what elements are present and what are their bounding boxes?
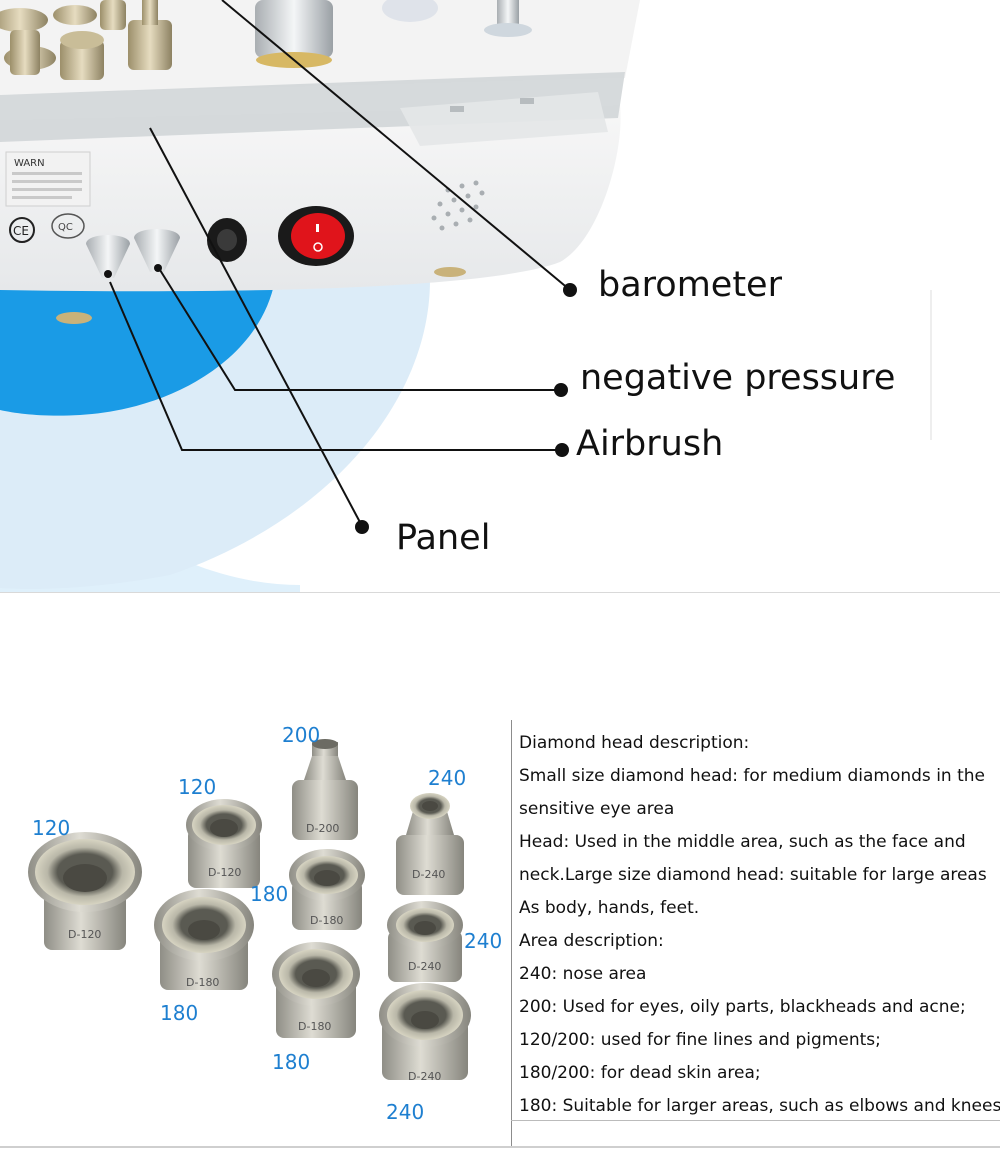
diamond-head-d200: D-200 bbox=[292, 739, 358, 840]
svg-text:D-240: D-240 bbox=[408, 960, 441, 973]
description-line: 180/200: for dead skin area; bbox=[519, 1063, 761, 1083]
section-divider bbox=[0, 592, 1000, 593]
size-label-120-left: 120 bbox=[32, 816, 71, 840]
description-line: 240: nose area bbox=[519, 964, 647, 984]
diamond-head-d180-left: D-180 bbox=[154, 889, 254, 990]
description-line: sensitive eye area bbox=[519, 799, 675, 819]
glass-panel bbox=[0, 72, 625, 142]
size-label-180-middle: 180 bbox=[250, 882, 289, 906]
airbrush-dot bbox=[555, 443, 569, 457]
svg-text:D-180: D-180 bbox=[298, 1020, 331, 1033]
qc-mark bbox=[51, 213, 85, 239]
speaker-grille bbox=[431, 180, 485, 231]
size-label-240-right: 240 bbox=[464, 929, 503, 953]
description-line: 120/200: used for fine lines and pigment… bbox=[519, 1030, 881, 1050]
device-photo-panel: WARN CE QC bbox=[0, 0, 932, 592]
diamond-head-d120: D-120 bbox=[186, 799, 262, 888]
size-label-240-top: 240 bbox=[428, 766, 467, 790]
callout-lines bbox=[109, 0, 571, 527]
description-line: neck.Large size diamond head: suitable f… bbox=[519, 865, 987, 885]
svg-text:D-240: D-240 bbox=[412, 868, 445, 881]
svg-text:QC: QC bbox=[58, 222, 73, 233]
diamond-head-d180-middle: D-180 bbox=[289, 849, 365, 930]
barometer-knob bbox=[255, 0, 333, 58]
barometer-dot bbox=[563, 283, 577, 297]
callout-dots bbox=[355, 283, 577, 534]
ce-mark bbox=[9, 217, 35, 243]
diamond-head-description: Diamond head description: Small size dia… bbox=[519, 727, 1000, 1123]
diamond-heads-illustration: D-120 D-120 D-180 D-200 bbox=[28, 739, 471, 1083]
size-label-180-left: 180 bbox=[160, 1001, 199, 1025]
size-label-120-top: 120 bbox=[178, 775, 217, 799]
diamond-head-d240-middle: D-240 bbox=[387, 901, 463, 982]
callout-barometer: barometer bbox=[598, 265, 782, 305]
callout-negative-pressure: negative pressure bbox=[580, 358, 896, 398]
diamond-head-d240-top: D-240 bbox=[396, 793, 464, 895]
svg-text:D-120: D-120 bbox=[68, 928, 101, 941]
description-line: 180: Suitable for larger areas, such as … bbox=[519, 1096, 1000, 1116]
panel-dot bbox=[355, 520, 369, 534]
size-label-200: 200 bbox=[282, 723, 321, 747]
description-line: Head: Used in the middle area, such as t… bbox=[519, 832, 966, 852]
svg-text:D-120: D-120 bbox=[208, 866, 241, 879]
diamond-head-d240-bottom: D-240 bbox=[379, 983, 471, 1083]
description-line: Area description: bbox=[519, 931, 664, 951]
top-diamond-heads bbox=[0, 0, 172, 80]
svg-text:D-200: D-200 bbox=[306, 822, 339, 835]
description-line: Small size diamond head: for medium diam… bbox=[519, 766, 985, 786]
svg-text:D-180: D-180 bbox=[186, 976, 219, 989]
airbrush-port bbox=[86, 235, 130, 278]
size-label-180-bottom: 180 bbox=[272, 1050, 311, 1074]
svg-text:D-240: D-240 bbox=[408, 1070, 441, 1083]
page-bottom-rule bbox=[0, 1146, 1000, 1148]
callout-panel: Panel bbox=[396, 518, 491, 558]
svg-text:D-180: D-180 bbox=[310, 914, 343, 927]
description-line: As body, hands, feet. bbox=[519, 898, 700, 918]
size-label-240-bottom: 240 bbox=[386, 1100, 425, 1124]
callout-airbrush: Airbrush bbox=[576, 424, 724, 464]
device-illustration: WARN CE QC bbox=[0, 0, 932, 592]
svg-text:CE: CE bbox=[13, 224, 29, 238]
description-line: 200: Used for eyes, oily parts, blackhea… bbox=[519, 997, 966, 1017]
description-line: Diamond head description: bbox=[519, 733, 750, 753]
description-divider bbox=[511, 720, 512, 1148]
description-bottom-rule bbox=[511, 1120, 1000, 1121]
negative-pressure-dot bbox=[554, 383, 568, 397]
diamond-head-d120-large: D-120 bbox=[28, 832, 142, 950]
diamond-head-d180-bottom: D-180 bbox=[272, 942, 360, 1038]
warning-label: WARN bbox=[14, 158, 45, 169]
